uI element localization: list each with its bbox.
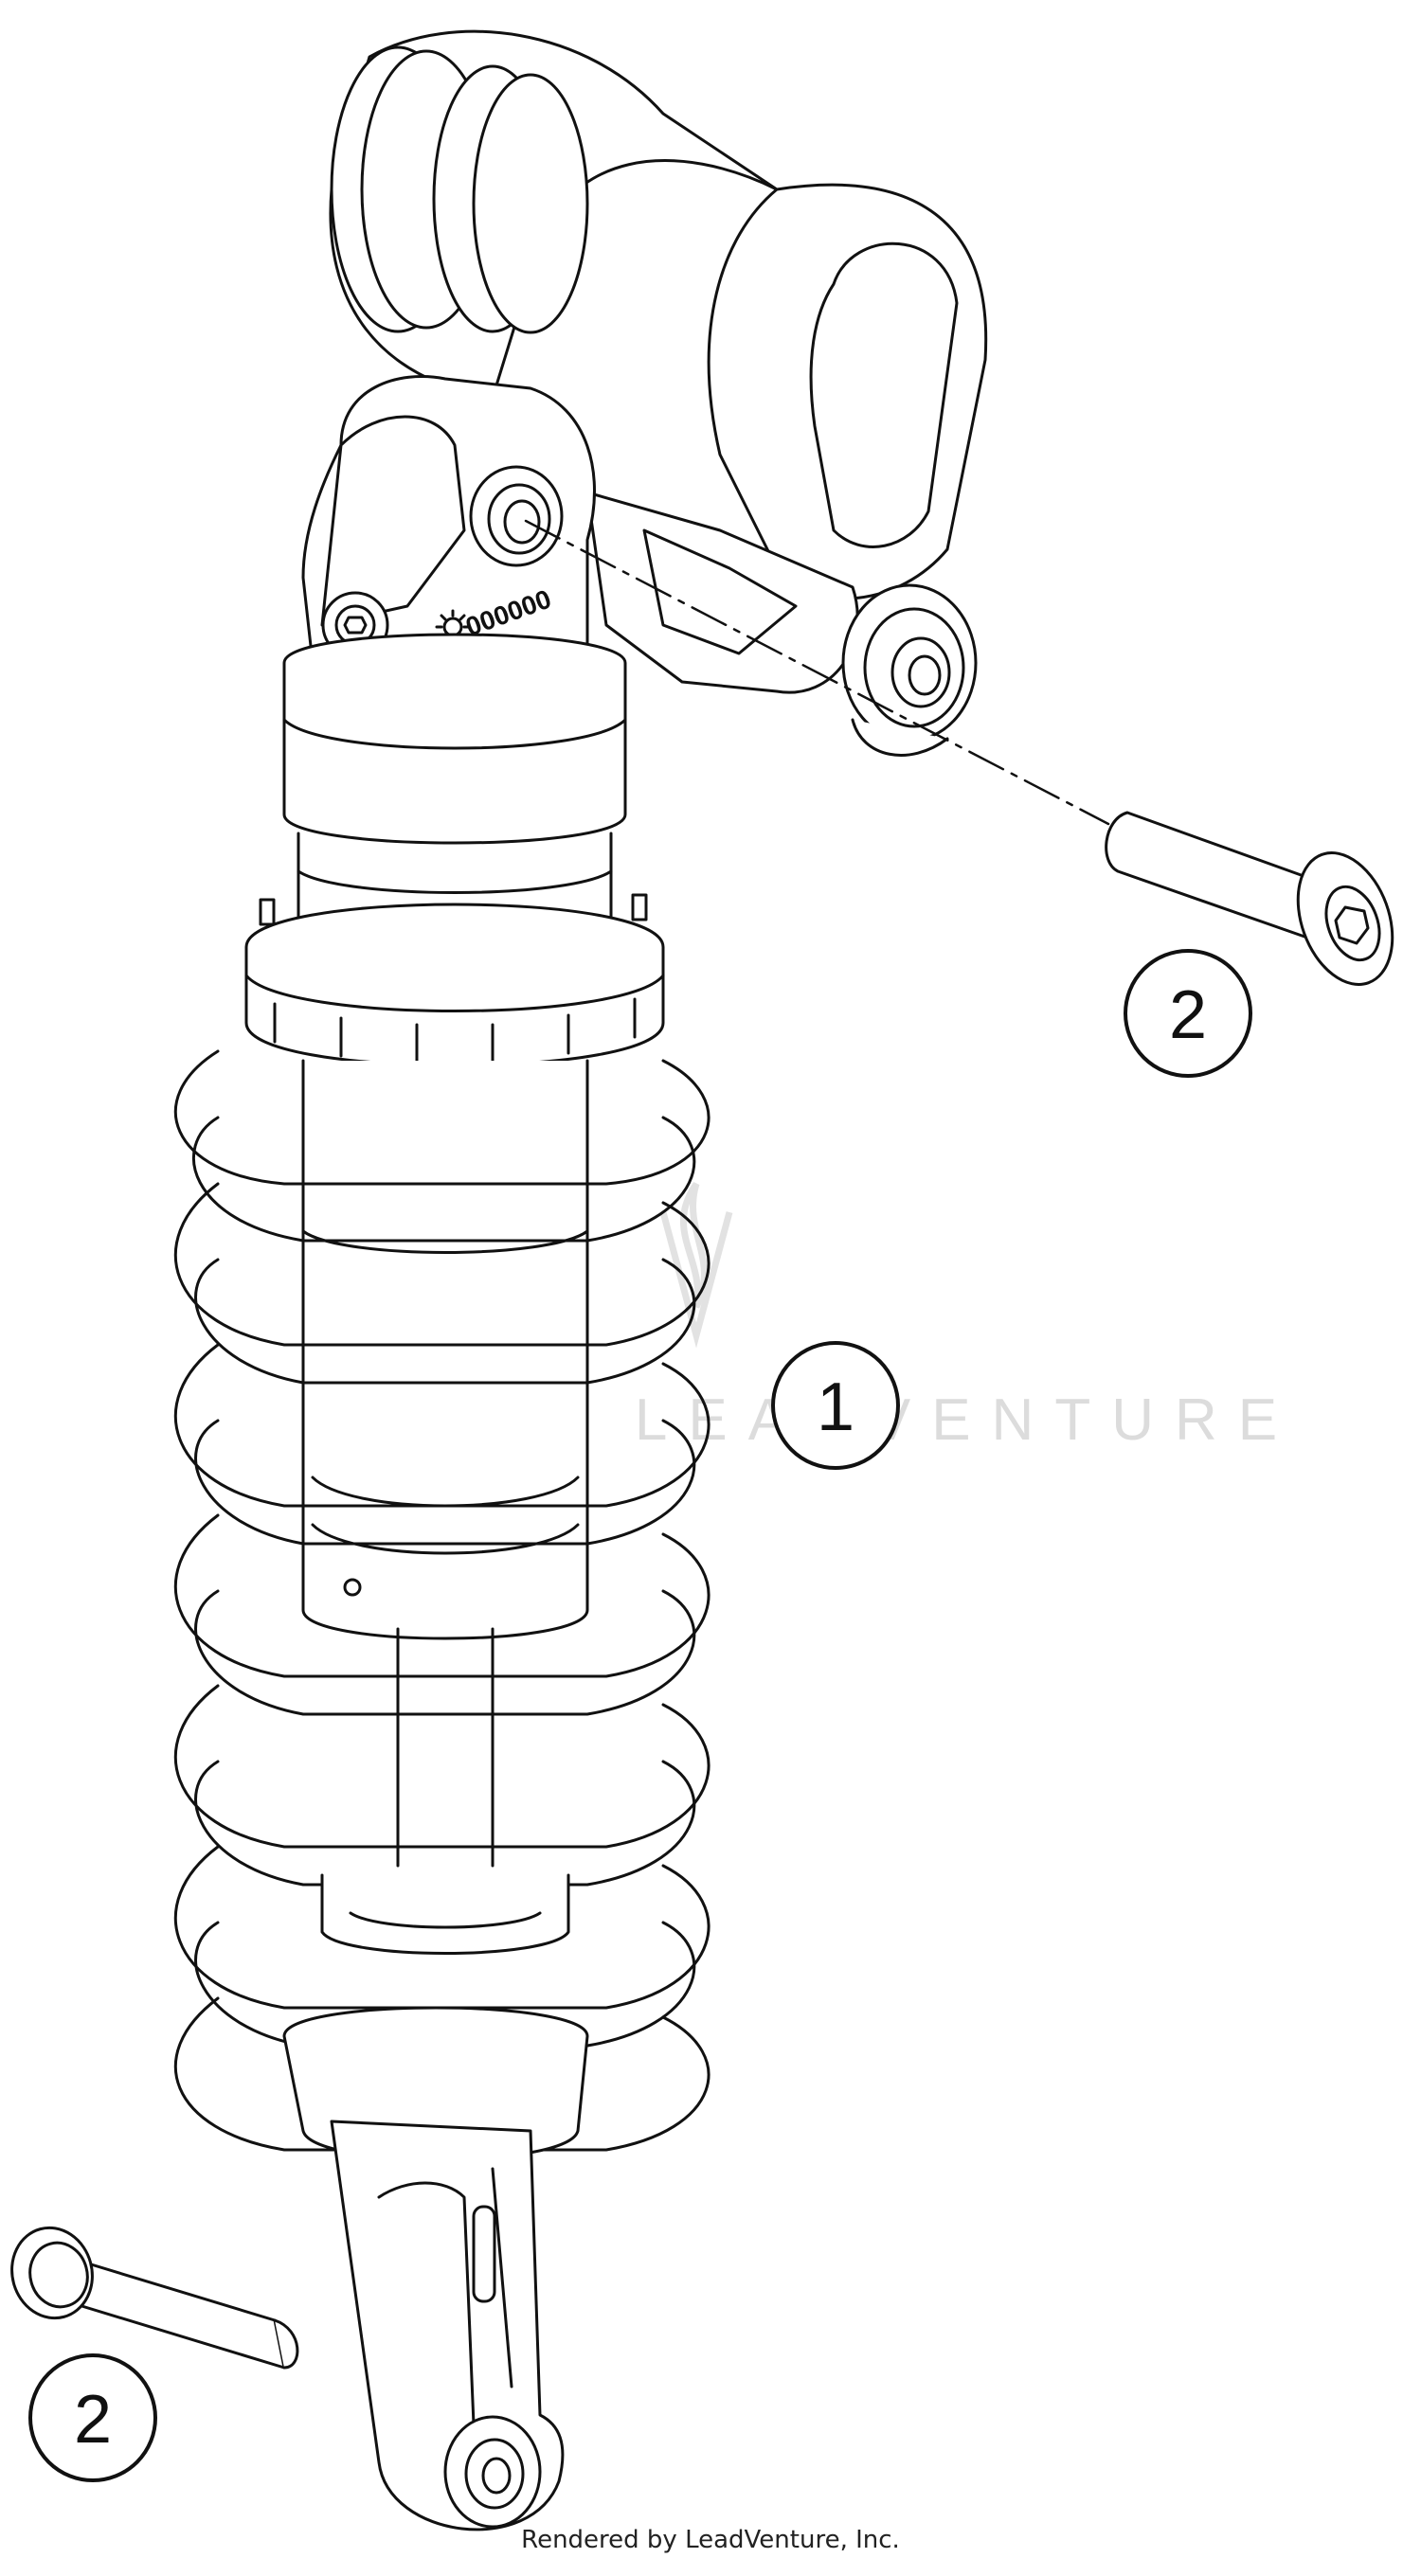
callout-2-lower: 2 bbox=[28, 2353, 157, 2482]
watermark-text: LEADVENTURE bbox=[635, 1387, 1298, 1453]
preload-collar bbox=[244, 893, 665, 1067]
callout-1-number: 1 bbox=[817, 1369, 854, 1445]
top-eye-mount bbox=[301, 375, 596, 665]
assembly-line bbox=[524, 519, 1110, 826]
compression-adjuster bbox=[841, 583, 978, 757]
damper-body bbox=[301, 1059, 589, 1868]
reservoir bbox=[329, 29, 988, 600]
upper-bolt bbox=[1105, 811, 1394, 986]
upper-body bbox=[282, 633, 627, 1006]
reservoir-connector bbox=[585, 491, 859, 694]
callout-1: 1 bbox=[771, 1341, 900, 1470]
callout-2-upper-number: 2 bbox=[1169, 977, 1207, 1053]
callout-2-lower-number: 2 bbox=[74, 2382, 112, 2458]
callout-2-upper: 2 bbox=[1124, 949, 1252, 1078]
watermark-logo-icon bbox=[659, 1181, 733, 1349]
lower-spring-seat bbox=[282, 1873, 589, 2161]
lower-clevis bbox=[330, 2120, 565, 2531]
watermark: LEADVENTURE bbox=[635, 1181, 1298, 1453]
lower-bolt bbox=[10, 2226, 299, 2370]
footer-credit: Rendered by LeadVenture, Inc. bbox=[521, 2526, 900, 2554]
